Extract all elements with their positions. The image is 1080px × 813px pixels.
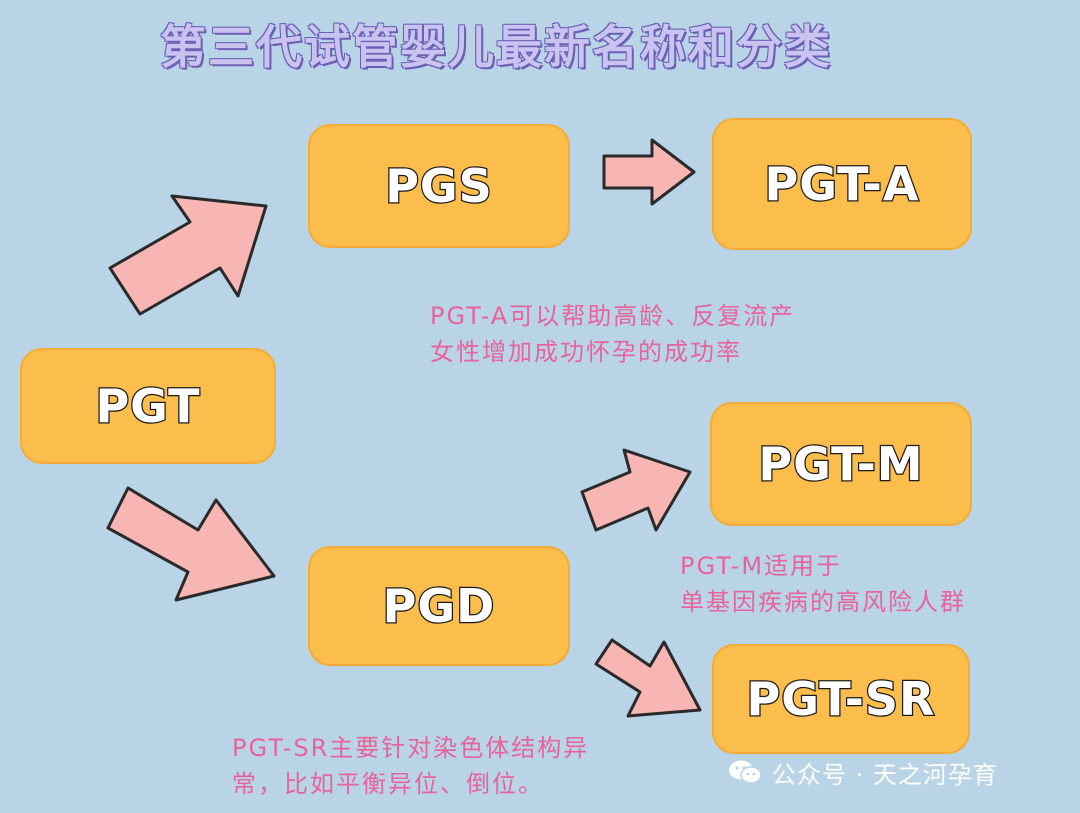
- note-pgt-sr: PGT-SR主要针对染色体结构异 常，比如平衡异位、倒位。: [232, 730, 589, 802]
- watermark: 公众号 · 天之河孕育: [728, 754, 1068, 790]
- arrow-pgt-to-pgd: [106, 486, 276, 602]
- watermark-text: 公众号 · 天之河孕育: [772, 760, 998, 789]
- note-pgt-m: PGT-M适用于 单基因疾病的高风险人群: [680, 548, 966, 620]
- wechat-icon: [729, 760, 762, 784]
- node-pgt-sr: PGT-SR: [712, 644, 970, 754]
- node-pgt-m: PGT-M: [710, 402, 972, 526]
- note-pgt-sr-line-1: PGT-SR主要针对染色体结构异: [232, 734, 590, 762]
- note-pgt-a: PGT-A可以帮助高龄、反复流产 女性增加成功怀孕的成功率: [430, 298, 795, 370]
- arrow-pgd-to-pgt-m: [580, 448, 692, 532]
- node-pgt-sr-label: PGT-SR: [745, 671, 936, 728]
- arrow-pgd-to-pgt-sr: [594, 638, 702, 718]
- node-pgt: PGT: [20, 348, 276, 464]
- node-pgt-label: PGT: [94, 378, 201, 435]
- note-pgt-m-line-2: 单基因疾病的高风险人群: [680, 588, 966, 616]
- arrow-pgt-to-pgs: [108, 194, 268, 316]
- note-pgt-a-line-1: PGT-A可以帮助高龄、反复流产: [430, 302, 796, 330]
- node-pgt-m-label: PGT-M: [757, 436, 924, 493]
- node-pgs: PGS: [308, 124, 570, 248]
- node-pgt-a-label: PGT-A: [763, 156, 920, 213]
- note-pgt-a-line-2: 女性增加成功怀孕的成功率: [430, 338, 742, 366]
- node-pgd: PGD: [308, 546, 570, 666]
- arrow-pgs-to-pgt-a: [602, 138, 696, 206]
- note-pgt-m-line-1: PGT-M适用于: [680, 552, 843, 580]
- node-pgd-label: PGD: [381, 578, 496, 635]
- note-pgt-sr-line-2: 常，比如平衡异位、倒位。: [232, 770, 544, 798]
- page-title: 第三代试管婴儿最新名称和分类: [160, 20, 832, 74]
- node-pgt-a: PGT-A: [712, 118, 972, 250]
- node-pgs-label: PGS: [384, 158, 493, 215]
